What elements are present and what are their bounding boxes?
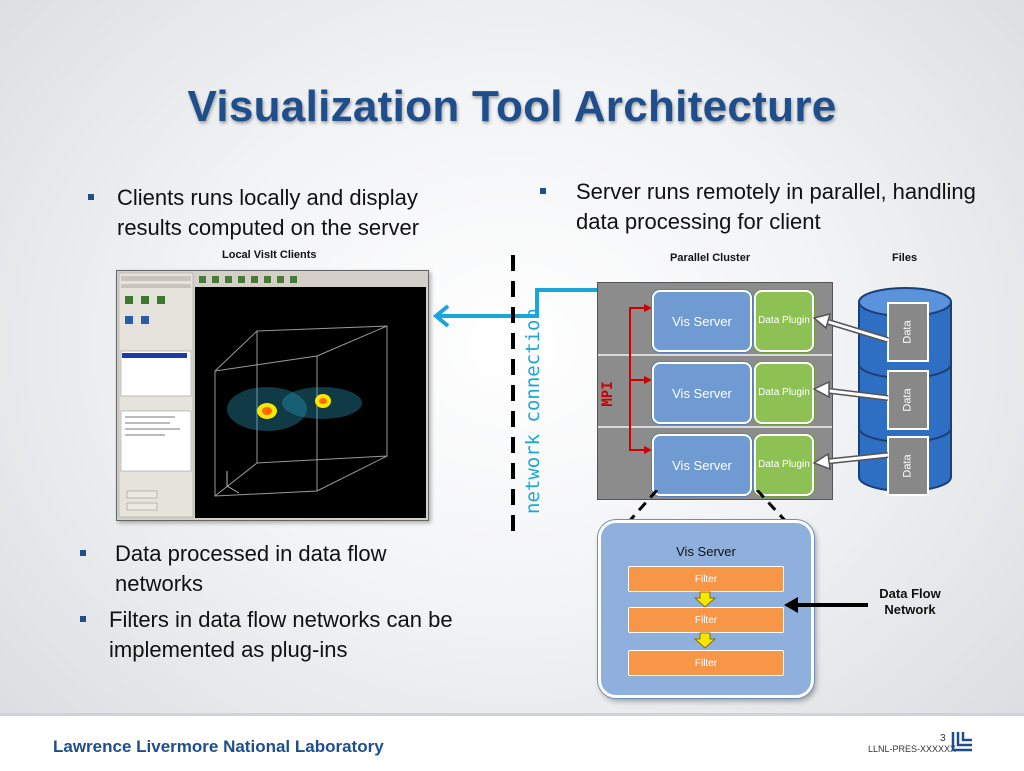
footer-page-number: 3 bbox=[940, 733, 946, 744]
visit-client-screenshot-art bbox=[117, 271, 428, 520]
network-arrow bbox=[432, 288, 600, 328]
filter-flow-arrows bbox=[693, 591, 717, 649]
filter-2: Filter bbox=[628, 607, 784, 633]
filter-3: Filter bbox=[628, 650, 784, 676]
data-plugin-2: Data Plugin bbox=[754, 362, 814, 424]
network-dashed-line bbox=[511, 255, 515, 540]
dataflow-arrow bbox=[784, 597, 868, 613]
bullet-clients: Clients runs locally and display results… bbox=[88, 183, 488, 245]
caption-local-clients: Local VisIt Clients bbox=[222, 249, 317, 261]
vis-server-3: Vis Server bbox=[652, 434, 752, 496]
vis-server-2: Vis Server bbox=[652, 362, 752, 424]
vis-server-1: Vis Server bbox=[652, 290, 752, 352]
filter-1: Filter bbox=[628, 566, 784, 592]
bullet-square-icon bbox=[80, 550, 86, 556]
bullet-square-icon bbox=[80, 616, 86, 622]
network-connection-label: network connection bbox=[522, 308, 544, 514]
file-to-plugin-arrows bbox=[812, 312, 889, 471]
mpi-label: MPI bbox=[600, 381, 616, 407]
caption-parallel-cluster: Parallel Cluster bbox=[670, 252, 751, 264]
bullet-dataflow-text: Data processed in data flow networks bbox=[115, 541, 387, 596]
bullet-dataflow: Data processed in data flow networks bbox=[80, 539, 480, 601]
bullet-filters-text: Filters in data flow networks can be imp… bbox=[109, 607, 453, 662]
data-file-2: Data bbox=[887, 370, 929, 430]
bullet-filters: Filters in data flow networks can be imp… bbox=[80, 605, 490, 667]
vis-server-detail-title: Vis Server bbox=[676, 544, 736, 559]
footer-bar bbox=[0, 713, 1024, 771]
data-file-3: Data bbox=[887, 436, 929, 496]
dataflow-label: Data Flow Network bbox=[879, 586, 941, 617]
visit-client-screenshot bbox=[116, 270, 429, 521]
mpi-bracket bbox=[629, 304, 652, 454]
data-plugin-1: Data Plugin bbox=[754, 290, 814, 352]
slide-title: Visualization Tool Architecture bbox=[187, 82, 837, 131]
caption-files: Files bbox=[892, 252, 918, 264]
footer-pres-code: LLNL-PRES-XXXXXX bbox=[868, 744, 957, 754]
bullet-clients-text: Clients runs locally and display results… bbox=[117, 185, 420, 240]
data-file-1: Data bbox=[887, 302, 929, 362]
data-plugin-3: Data Plugin bbox=[754, 434, 814, 496]
bullet-square-icon bbox=[540, 188, 546, 194]
bullet-square-icon bbox=[88, 194, 94, 200]
bullet-server-text: Server runs remotely in parallel, handli… bbox=[576, 179, 976, 234]
llnl-logo-icon bbox=[951, 732, 972, 752]
bullet-server: Server runs remotely in parallel, handli… bbox=[540, 177, 990, 239]
footer-lab-name: Lawrence Livermore National Laboratory bbox=[53, 737, 384, 756]
